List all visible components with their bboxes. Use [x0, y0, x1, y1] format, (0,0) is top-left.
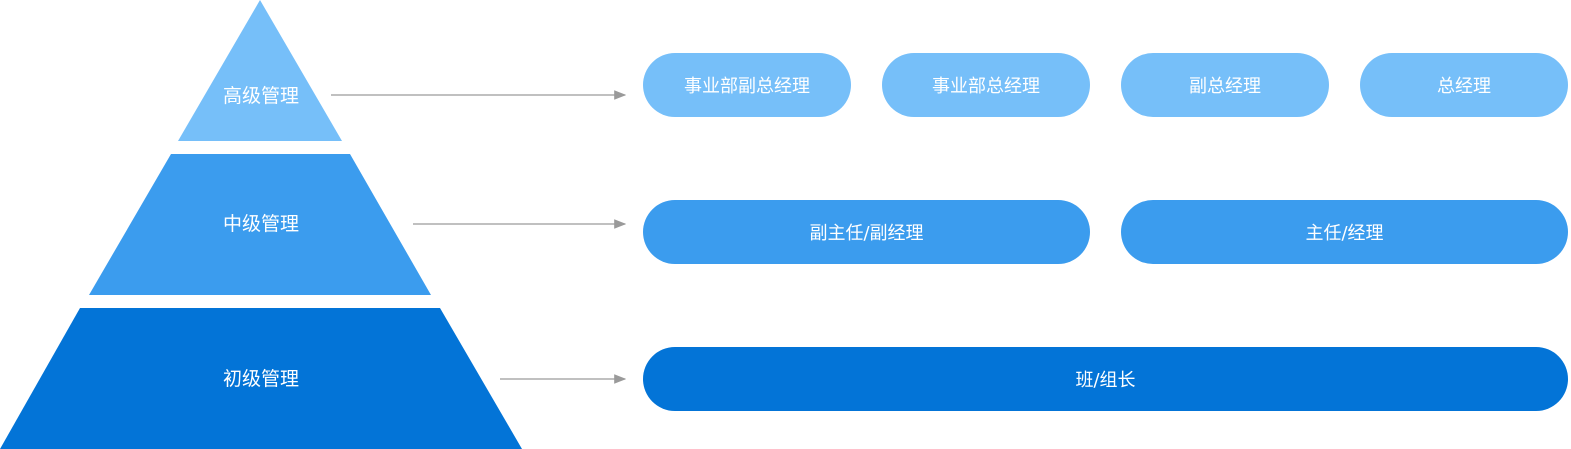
role-pill: 班/组长 — [643, 347, 1568, 411]
role-pill: 主任/经理 — [1121, 200, 1568, 264]
tier-label-senior: 高级管理 — [222, 85, 299, 107]
role-pill: 总经理 — [1360, 53, 1568, 117]
pyramid-middle-tier — [89, 154, 431, 295]
pyramid-bottom-tier — [0, 308, 522, 449]
pyramid-top-tier — [178, 0, 342, 141]
role-pill: 事业部总经理 — [882, 53, 1090, 117]
role-pill: 事业部副总经理 — [643, 53, 851, 117]
tier-label-middle: 中级管理 — [222, 213, 299, 235]
role-pill: 副总经理 — [1121, 53, 1329, 117]
tier-label-junior: 初级管理 — [222, 368, 299, 390]
role-pill: 副主任/副经理 — [643, 200, 1090, 264]
